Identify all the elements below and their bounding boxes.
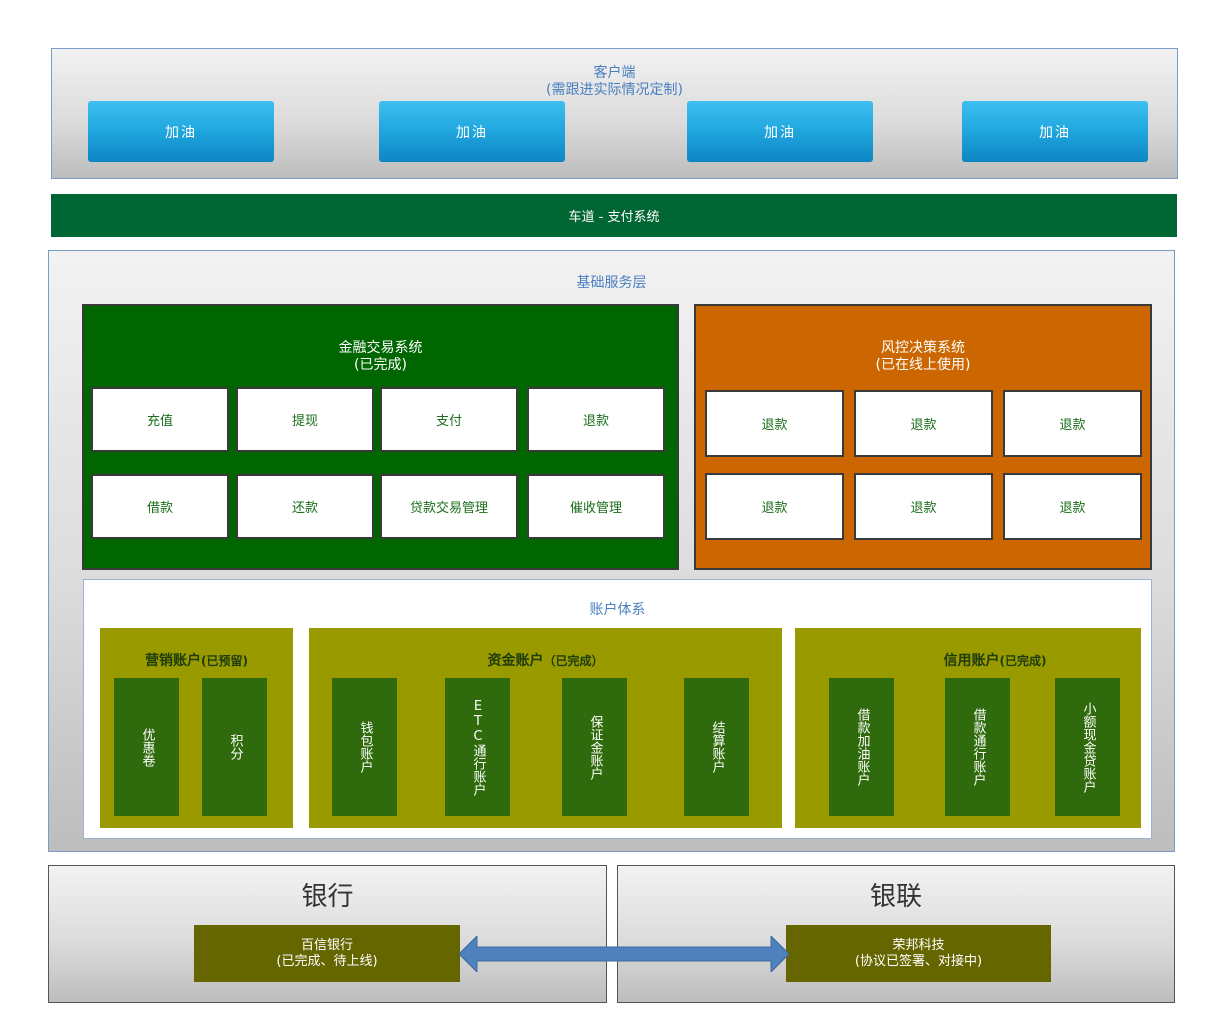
finance-system-title: 金融交易系统 — [338, 340, 423, 356]
refuel-button-1[interactable]: 加油 — [88, 101, 274, 162]
risk-cell: 退款 — [1003, 473, 1142, 540]
credit-account-status: (已完成) — [999, 654, 1047, 668]
marketing-account-heading: 营销账户(已预留) — [100, 650, 293, 670]
account-item-deposit: 保证金账户 — [562, 678, 627, 816]
double-arrow-icon — [459, 936, 789, 972]
account-item-wallet: 钱包账户 — [332, 678, 397, 816]
base-service-title: 基础服务层 — [576, 275, 647, 291]
account-item-settlement: 结算账户 — [684, 678, 749, 816]
unionpay-title: 银联 — [869, 882, 922, 912]
finance-loan-management: 贷款交易管理 — [380, 474, 518, 539]
client-subtitle: (需跟进实际情况定制) — [546, 82, 683, 98]
refuel-button-2[interactable]: 加油 — [379, 101, 565, 162]
funds-account-status: （已完成） — [543, 654, 604, 668]
unionpay-partner-name: 荣邦科技 — [892, 938, 945, 953]
finance-collection-management: 催收管理 — [527, 474, 665, 539]
finance-refund: 退款 — [527, 387, 665, 452]
risk-system-status: (已在线上使用) — [875, 357, 971, 373]
risk-cell: 退款 — [705, 473, 844, 540]
client-title: 客户端 — [593, 65, 636, 81]
bank-title: 银行 — [301, 882, 354, 912]
risk-cell: 退款 — [854, 390, 993, 457]
funds-account-heading: 资金账户（已完成） — [309, 650, 782, 670]
credit-account-heading: 信用账户(已完成) — [795, 650, 1195, 670]
account-system-title: 账户体系 — [589, 602, 646, 618]
finance-recharge: 充值 — [91, 387, 229, 452]
finance-repay: 还款 — [236, 474, 374, 539]
marketing-account-title: 营销账户 — [145, 653, 201, 669]
marketing-account-status: (已预留) — [201, 654, 248, 668]
finance-borrow: 借款 — [91, 474, 229, 539]
bank-partner-box: 百信银行 (已完成、待上线) — [194, 925, 460, 982]
funds-account-title: 资金账户 — [487, 653, 544, 669]
lane-payment-bar: 车道 - 支付系统 — [51, 194, 1177, 237]
unionpay-partner-status: (协议已签署、对接中) — [854, 954, 983, 969]
account-item-etc: ETC通行账户 — [445, 678, 510, 816]
unionpay-partner-box: 荣邦科技 (协议已签署、对接中) — [786, 925, 1051, 982]
account-item-fuel-loan: 借款加油账户 — [829, 678, 894, 816]
finance-pay: 支付 — [380, 387, 518, 452]
credit-account-title: 信用账户 — [943, 653, 1000, 669]
bank-partner-name: 百信银行 — [300, 938, 353, 953]
refuel-button-4[interactable]: 加油 — [962, 101, 1148, 162]
finance-withdraw: 提现 — [236, 387, 374, 452]
finance-system-status: (已完成) — [354, 357, 407, 373]
account-item-points: 积分 — [202, 678, 267, 816]
account-item-coupon: 优惠卷 — [114, 678, 179, 816]
risk-cell: 退款 — [1003, 390, 1142, 457]
refuel-button-3[interactable]: 加油 — [687, 101, 873, 162]
risk-system-title: 风控决策系统 — [881, 340, 965, 356]
account-item-toll-loan: 借款通行账户 — [945, 678, 1010, 816]
risk-cell: 退款 — [854, 473, 993, 540]
bank-partner-status: (已完成、待上线) — [276, 954, 378, 969]
risk-cell: 退款 — [705, 390, 844, 457]
account-item-microloan: 小额现金贷账户 — [1055, 678, 1120, 816]
